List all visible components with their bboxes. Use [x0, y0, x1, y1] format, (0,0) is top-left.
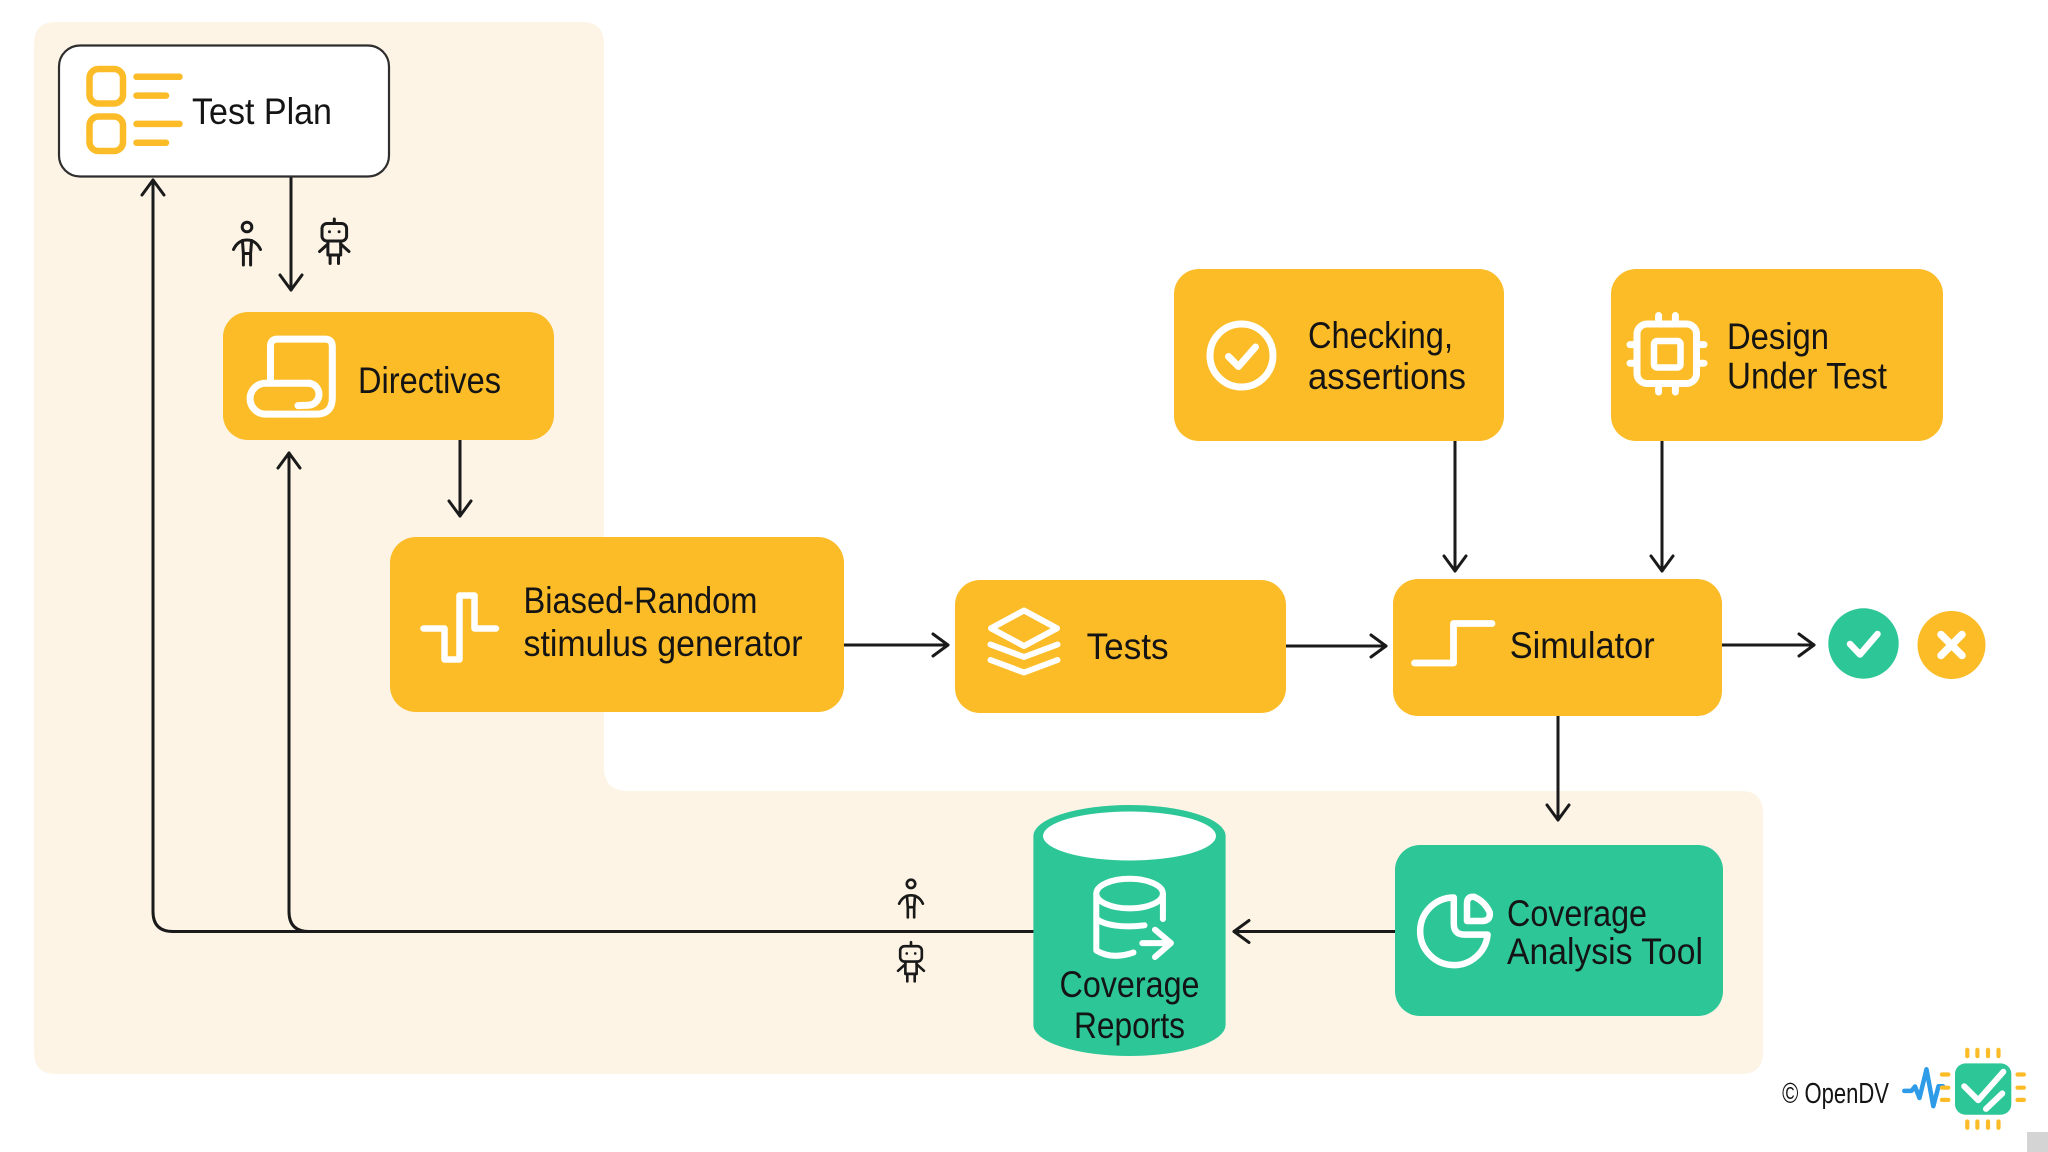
- svg-text:Under Test: Under Test: [1727, 356, 1888, 397]
- svg-text:Checking,: Checking,: [1308, 315, 1453, 356]
- svg-text:stimulus generator: stimulus generator: [524, 623, 803, 664]
- svg-text:Analysis Tool: Analysis Tool: [1507, 931, 1703, 972]
- svg-text:Biased-Random: Biased-Random: [524, 580, 758, 621]
- svg-text:© OpenDV: © OpenDV: [1782, 1078, 1890, 1110]
- svg-text:Coverage: Coverage: [1060, 964, 1200, 1005]
- svg-text:Reports: Reports: [1074, 1005, 1185, 1046]
- svg-text:Simulator: Simulator: [1510, 625, 1655, 666]
- svg-text:Coverage: Coverage: [1507, 893, 1647, 934]
- svg-text:assertions: assertions: [1308, 356, 1466, 397]
- svg-text:Test Plan: Test Plan: [192, 91, 332, 132]
- svg-text:Directives: Directives: [358, 360, 501, 401]
- svg-text:Design: Design: [1727, 316, 1829, 357]
- svg-text:Tests: Tests: [1087, 626, 1169, 667]
